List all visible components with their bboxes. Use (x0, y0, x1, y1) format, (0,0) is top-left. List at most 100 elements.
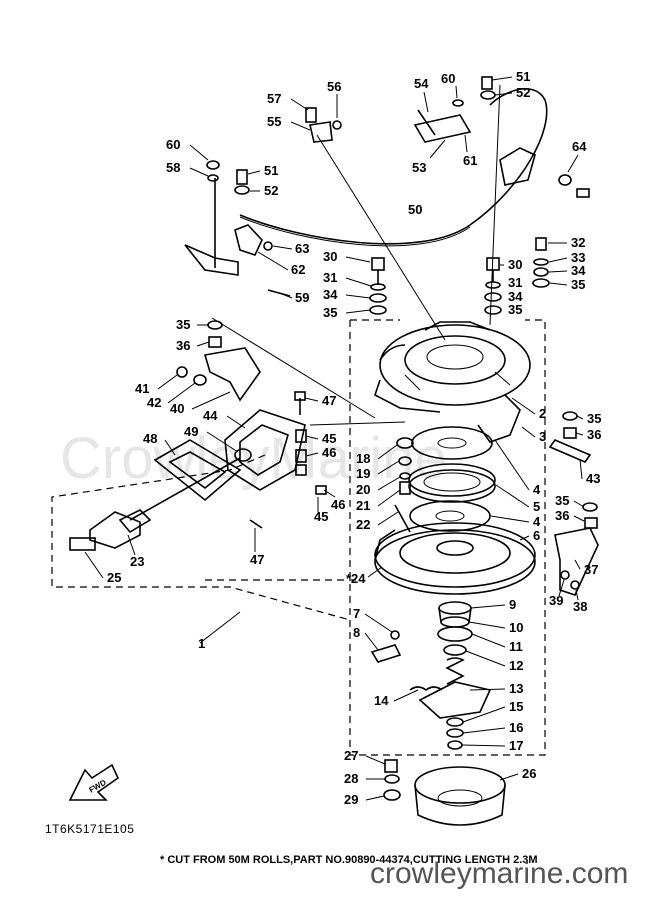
site-name[interactable]: crowleymarine.com (370, 857, 629, 890)
callout-13: 13 (509, 681, 523, 696)
callout-2: 2 (539, 406, 546, 421)
callout-45: 45 (314, 509, 328, 524)
callout-22: 22 (356, 517, 370, 532)
bolt-stack-far-right (532, 237, 550, 288)
callout-33: 33 (571, 250, 585, 265)
leader-lines (199, 84, 501, 644)
callout-37: 37 (584, 562, 598, 577)
callout-55: 55 (267, 114, 281, 129)
starter-cup-group (383, 759, 506, 826)
callout-4: 4 (533, 482, 541, 497)
callout-25: 25 (107, 570, 121, 585)
callout-43: 43 (586, 471, 600, 486)
callout-60: 60 (441, 71, 455, 86)
callout-36: 36 (587, 427, 601, 442)
callout-26: 26 (522, 766, 536, 781)
callout-58: 58 (166, 160, 180, 175)
callout-59: 59 (295, 290, 309, 305)
callout-47: 47 (250, 552, 264, 567)
bolt-stack-right (484, 257, 502, 315)
callout-35: 35 (571, 277, 585, 292)
callout-34: 34 (508, 289, 523, 304)
callout-31: 31 (508, 275, 522, 290)
callout-41: 41 (135, 381, 149, 396)
callout-40: 40 (170, 401, 184, 416)
callout-8: 8 (353, 625, 360, 640)
callout-61: 61 (463, 153, 477, 168)
callout-5: 5 (533, 499, 540, 514)
bolt-stack-left (369, 257, 387, 315)
callout-53: 53 (412, 160, 426, 175)
callout-52: 52 (516, 85, 530, 100)
callout-3: 3 (539, 429, 546, 444)
callout-62: 62 (291, 262, 305, 277)
callout-35: 35 (587, 411, 601, 426)
callout-50: 50 (408, 202, 422, 217)
callout-44: 44 (203, 408, 218, 423)
callout-35: 35 (176, 317, 190, 332)
callout-39: 39 (549, 593, 563, 608)
callout-7: 7 (353, 606, 360, 621)
callout-36: 36 (176, 338, 190, 353)
callout-32: 32 (571, 235, 585, 250)
callout-28: 28 (344, 771, 358, 786)
control-cable (239, 88, 548, 245)
forward-arrow: FWD (68, 763, 120, 801)
left-bracket-group (176, 320, 261, 402)
spring-and-plates (408, 426, 496, 532)
callout-63: 63 (295, 241, 309, 256)
callout-21: 21 (356, 498, 370, 513)
callout-36: 36 (555, 508, 569, 523)
callout-27: 27 (344, 748, 358, 763)
callout-4: 4 (533, 514, 541, 529)
callout-30: 30 (508, 257, 522, 272)
throttle-bracket-group (184, 160, 291, 297)
callout-10: 10 (509, 620, 523, 635)
callout-34: 34 (571, 263, 586, 278)
cable-footnote: * CUT FROM 50M ROLLS,PART NO.90890-44374… (160, 854, 538, 866)
starter-handle-group (69, 457, 241, 551)
callout-49: 49 (184, 424, 198, 439)
callout-42: 42 (147, 395, 161, 410)
callout-35: 35 (508, 302, 522, 317)
figure-id: 1T6K5171E105 (45, 822, 135, 836)
rope-pulley (374, 522, 536, 595)
callout-12: 12 (509, 658, 523, 673)
callout-47: 47 (322, 393, 336, 408)
callout-56: 56 (327, 79, 341, 94)
callout-60: 60 (166, 137, 180, 152)
callout-46: 46 (322, 445, 336, 460)
callout-46: 46 (331, 497, 345, 512)
callout-1: 1 (198, 636, 205, 651)
callout-57: 57 (267, 91, 281, 106)
callout-51: 51 (264, 163, 278, 178)
callout-35: 35 (555, 493, 569, 508)
drive-stack (370, 601, 492, 750)
watermark: CrowleyMarine (60, 426, 447, 491)
callout-17: 17 (509, 738, 523, 753)
callout-30: 30 (323, 249, 337, 264)
callout-14: 14 (374, 693, 389, 708)
callout-31: 31 (323, 270, 337, 285)
callout-35: 35 (323, 305, 337, 320)
callout-45: 45 (322, 431, 336, 446)
callout-34: 34 (323, 287, 338, 302)
callout-54: 54 (414, 76, 429, 91)
callout-labels: 57 56 55 54 60 51 52 53 61 64 60 58 51 5… (107, 69, 601, 807)
callout-15: 15 (509, 699, 523, 714)
callout-48: 48 (143, 431, 157, 446)
callout-23: 23 (130, 554, 144, 569)
assembly-frames (51, 319, 546, 756)
callout-18: 18 (356, 451, 370, 466)
callout-leaders (84, 76, 585, 801)
callout-52: 52 (264, 183, 278, 198)
callout-19: 19 (356, 466, 370, 481)
callout-16: 16 (509, 720, 523, 735)
callout-20: 20 (356, 482, 370, 497)
callout-6: 6 (533, 528, 540, 543)
callout-64: 64 (572, 139, 587, 154)
callout-38: 38 (573, 599, 587, 614)
callout-51: 51 (516, 69, 530, 84)
link-arm-group (305, 76, 590, 198)
